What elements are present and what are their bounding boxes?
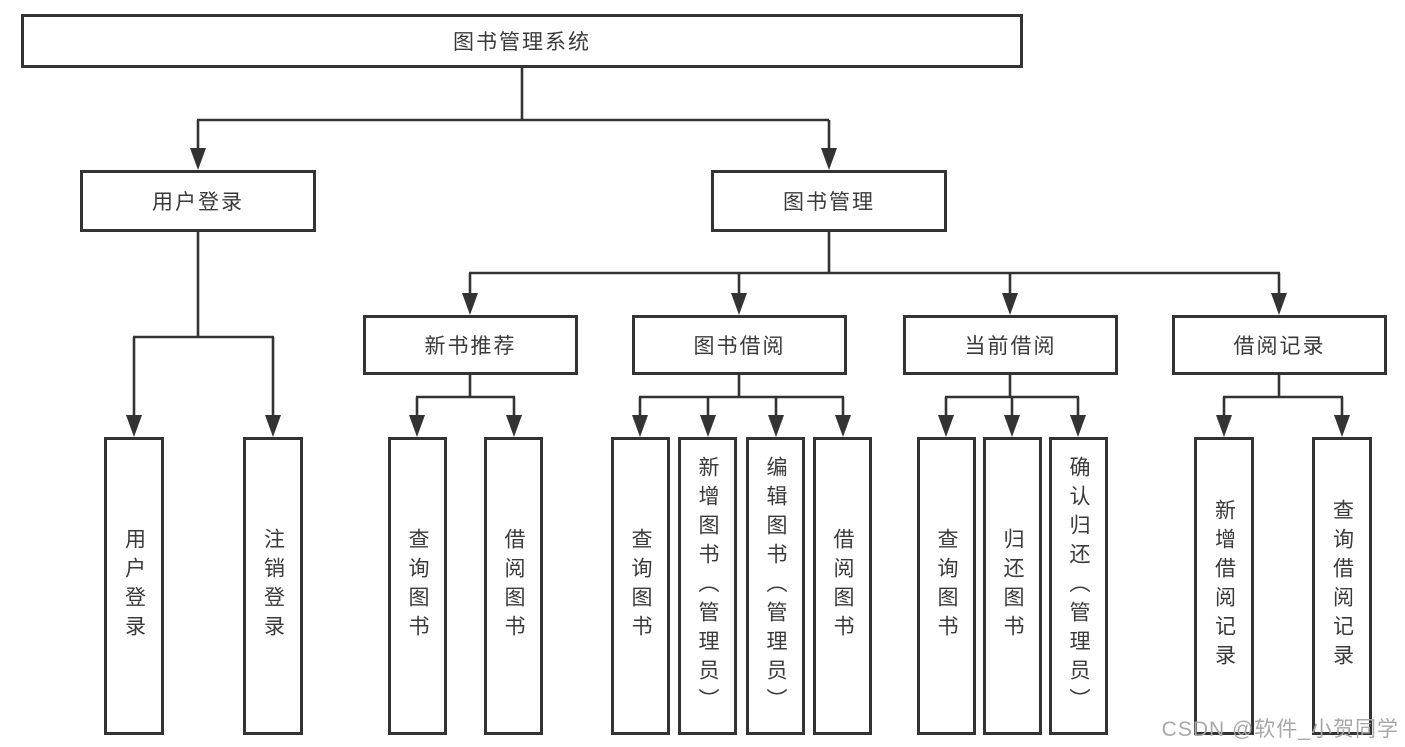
leaf-current-confirm-return-admin: 确认归还（管理员） (1049, 437, 1108, 735)
leaf-label: 归还图书 (1001, 528, 1024, 644)
node-label: 当前借阅 (964, 335, 1057, 358)
leaf-borrow-borrow-books: 借阅图书 (813, 437, 872, 735)
leaf-label: 借阅图书 (831, 528, 854, 644)
leaf-label: 编辑图书（管理员） (764, 455, 787, 717)
leaf-label: 确认归还（管理员） (1067, 455, 1090, 717)
leaf-label: 新增图书（管理员） (696, 455, 719, 717)
leaf-label: 查询图书 (935, 528, 958, 644)
node-label: 图书管理 (783, 191, 875, 214)
leaf-label: 新增借阅记录 (1212, 499, 1236, 673)
leaf-label: 借阅图书 (502, 528, 525, 644)
leaf-borrow-edit-books-admin: 编辑图书（管理员） (746, 437, 805, 735)
node-label: 图书管理系统 (453, 31, 591, 54)
leaf-label: 查询图书 (406, 528, 429, 644)
node-book-borrowing: 图书借阅 (632, 315, 847, 375)
leaf-newbooks-query-books: 查询图书 (388, 437, 447, 735)
leaf-label: 用户登录 (122, 528, 146, 644)
leaf-label: 查询图书 (629, 528, 652, 644)
node-label: 图书借阅 (693, 335, 786, 358)
node-root-book-management-system: 图书管理系统 (21, 14, 1023, 68)
leaf-current-return-books: 归还图书 (983, 437, 1042, 735)
node-current-borrowing: 当前借阅 (903, 315, 1118, 375)
leaf-newbooks-borrow-books: 借阅图书 (484, 437, 543, 735)
node-borrowing-records: 借阅记录 (1172, 315, 1387, 375)
node-label: 借阅记录 (1233, 335, 1326, 358)
leaf-borrow-query-books: 查询图书 (611, 437, 670, 735)
csdn-watermark: CSDN @软件_小贺同学 (1161, 718, 1399, 741)
node-new-book-recommend: 新书推荐 (363, 315, 578, 375)
leaf-label: 查询借阅记录 (1330, 499, 1354, 673)
node-label: 新书推荐 (424, 335, 517, 358)
node-book-management: 图书管理 (711, 170, 947, 232)
node-label: 用户登录 (152, 191, 244, 214)
leaf-user-login: 用户登录 (104, 437, 164, 735)
node-user-login: 用户登录 (80, 170, 316, 232)
leaf-records-add-record: 新增借阅记录 (1194, 437, 1254, 735)
leaf-borrow-add-books-admin: 新增图书（管理员） (678, 437, 737, 735)
leaf-records-query-record: 查询借阅记录 (1312, 437, 1372, 735)
leaf-logout: 注销登录 (243, 437, 303, 735)
leaf-current-query-books: 查询图书 (917, 437, 976, 735)
leaf-label: 注销登录 (261, 528, 285, 644)
